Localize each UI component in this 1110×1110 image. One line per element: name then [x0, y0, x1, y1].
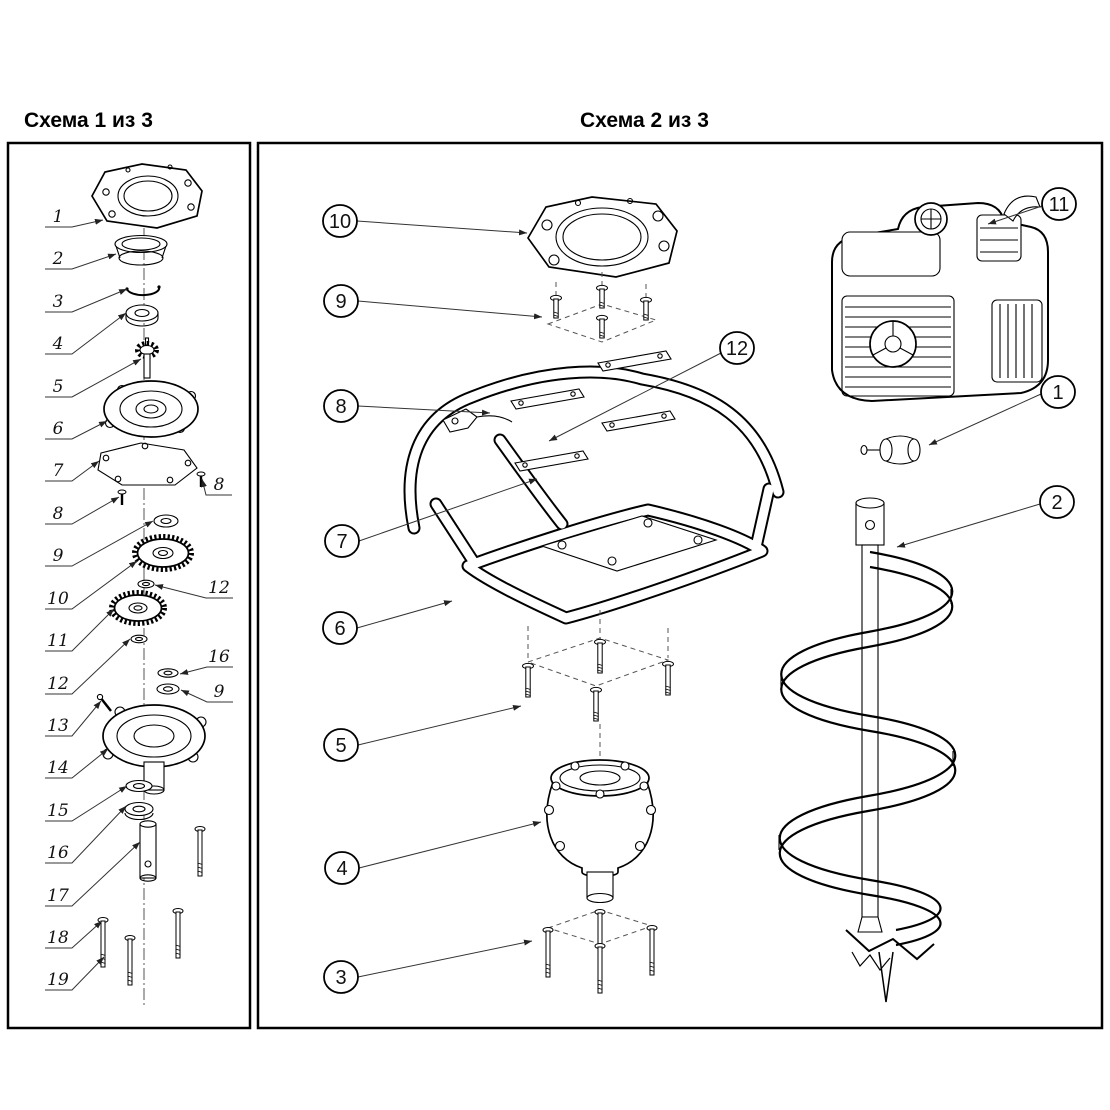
s2-label-9: 9: [335, 291, 346, 313]
callout-circle-3: [323, 960, 359, 994]
s1-label-12: 12: [47, 674, 69, 694]
s1-label-12b: 12: [208, 578, 230, 598]
scheme1-panel: 1 2 3 4 5 6 7 8 9 10 11 12 13 14 15 16 1…: [6, 141, 252, 1030]
callout-circle-5: [323, 728, 359, 762]
part2-engine: [831, 195, 1049, 403]
part-pinion-shaft: [135, 337, 159, 379]
s1-label-15: 15: [47, 801, 69, 821]
part2-auger: [778, 497, 957, 1003]
s2-label-10: 10: [329, 211, 351, 233]
part-clutch-cup: [114, 234, 168, 266]
s1-label-1: 1: [53, 207, 64, 227]
s1-label-11: 11: [47, 631, 69, 651]
s1-label-14: 14: [47, 758, 69, 778]
callout-circle-10: [322, 204, 358, 238]
s1-label-10: 10: [47, 589, 69, 609]
s1-label-9b: 9: [214, 682, 225, 702]
part2-gearbox: [543, 724, 657, 904]
callout-circle-7: [324, 524, 360, 558]
s1-label-18: 18: [47, 928, 69, 948]
scheme2-drawing: [403, 195, 1049, 1003]
part-bearing-lower: [124, 801, 154, 821]
s1-label-3: 3: [53, 292, 64, 312]
part2-top-plate: [526, 196, 678, 278]
s1-label-2: 2: [52, 249, 64, 269]
part-washer-lower: [125, 779, 153, 793]
part-gasket: [97, 442, 198, 486]
s1-label-16b: 16: [208, 647, 230, 667]
scheme1-drawing: [91, 163, 207, 986]
callout-circle-1: [1040, 375, 1076, 409]
s1-label-8b: 8: [214, 475, 225, 495]
scheme1-callouts: 1 2 3 4 5 6 7 8 9 10 11 12 13 14 15 16 1…: [45, 207, 233, 991]
s1-label-17: 17: [47, 886, 69, 906]
scheme2-title: Схема 2 из 3: [580, 109, 709, 132]
callout-circle-2: [1039, 485, 1075, 519]
s2-label-7: 7: [336, 531, 347, 553]
s1-label-19: 19: [47, 970, 69, 990]
part-washer-b: [130, 634, 148, 644]
s2-label-1: 1: [1052, 382, 1063, 404]
callout-circle-11: [1041, 187, 1077, 221]
s2-label-6: 6: [334, 618, 345, 640]
part-washer-right: [157, 668, 179, 678]
part2-flat-bars: [510, 350, 676, 472]
part-bearing-small: [153, 514, 179, 528]
part-pin: [96, 693, 112, 712]
part2-bolts-mid: [522, 610, 674, 722]
part2-clamp: [860, 435, 921, 465]
part-large-gear: [132, 534, 194, 572]
scheme1-title: Схема 1 из 3: [24, 109, 153, 132]
callout-circle-8: [323, 389, 359, 423]
callout-circle-12: [719, 331, 755, 365]
s1-label-4: 4: [52, 334, 64, 354]
s1-label-8: 8: [53, 504, 64, 524]
part2-bolts-top: [546, 272, 658, 343]
s2-label-5: 5: [335, 735, 346, 757]
s2-label-4: 4: [336, 858, 347, 880]
part-top-plate: [91, 163, 203, 229]
part-output-shaft: [139, 820, 157, 882]
part2-handle-frame: [403, 365, 785, 625]
s1-label-5: 5: [53, 377, 64, 397]
s1-label-6: 6: [53, 419, 64, 439]
s2-label-2: 2: [1051, 492, 1062, 514]
callout-circle-9: [323, 284, 359, 318]
callout-circle-4: [324, 851, 360, 885]
part-second-gear: [109, 590, 167, 626]
part-upper-housing: [103, 380, 199, 438]
s1-label-7: 7: [53, 461, 64, 481]
part2-bolts-bottom: [542, 909, 658, 994]
s2-label-8: 8: [335, 396, 346, 418]
s2-label-3: 3: [335, 967, 346, 989]
scheme2-callouts: 10 9 8 12 7 6 5 4 3 11 1 2: [322, 187, 1077, 994]
s2-label-12: 12: [726, 338, 748, 360]
s2-label-11: 11: [1049, 194, 1070, 216]
part-washer-a: [137, 579, 155, 589]
part-bearing-right: [156, 683, 180, 695]
s1-label-9: 9: [53, 546, 64, 566]
part2-throttle-lever: [442, 408, 513, 433]
callout-circle-6: [322, 611, 358, 645]
scheme2-panel: 10 9 8 12 7 6 5 4 3 11 1 2: [256, 141, 1104, 1030]
part-lower-housing: [102, 704, 207, 795]
s1-label-16: 16: [47, 843, 69, 863]
s1-label-13: 13: [47, 716, 69, 736]
